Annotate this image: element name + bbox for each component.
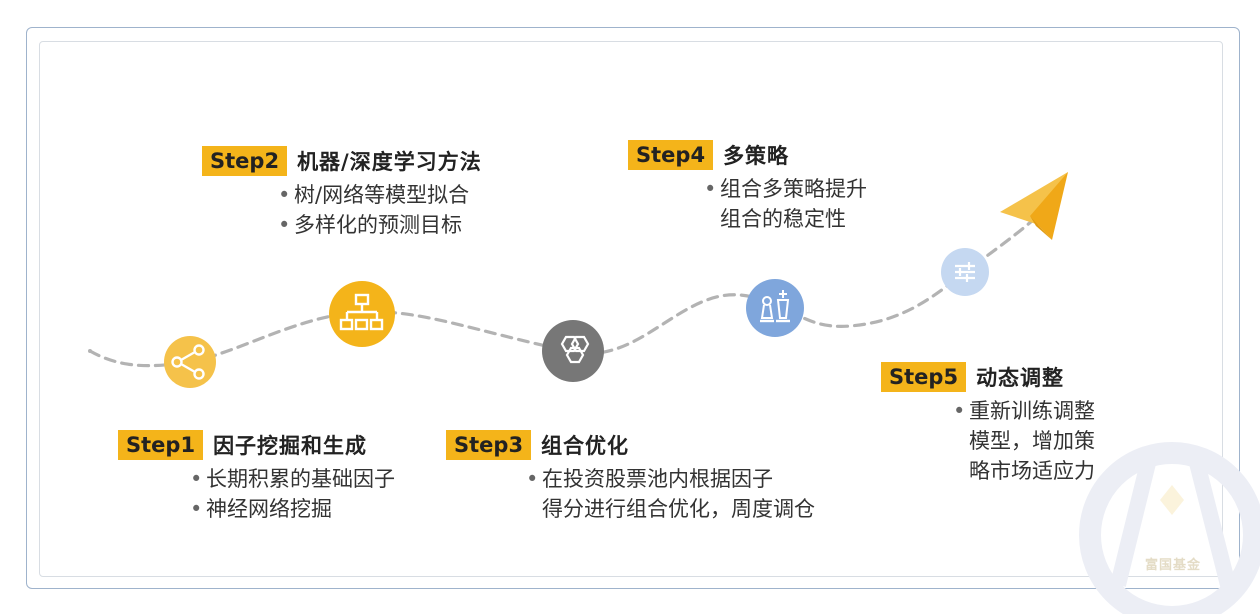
step3-block: Step3 组合优化 •在投资股票池内根据因子 得分进行组合优化，周度调仓	[446, 430, 815, 524]
step5-bullets: •重新训练调整 模型，增加策 略市场适应力	[953, 396, 1095, 486]
inner-frame	[39, 41, 1223, 577]
list-item: •在投资股票池内根据因子	[526, 467, 773, 491]
list-item: •长期积累的基础因子	[190, 467, 395, 491]
step1-bullets: •长期积累的基础因子 •神经网络挖掘	[190, 464, 395, 524]
step4-title: 多策略	[723, 144, 790, 168]
list-item: •组合多策略提升	[704, 177, 867, 201]
list-item: •多样化的预测目标	[278, 213, 462, 237]
list-item: 模型，增加策	[969, 429, 1095, 453]
step2-badge: Step2	[202, 146, 288, 176]
list-item: 组合的稳定性	[720, 207, 846, 231]
step1-title: 因子挖掘和生成	[213, 434, 368, 458]
share-icon	[164, 336, 216, 388]
step5-title: 动态调整	[976, 366, 1065, 390]
step4-block: Step4 多策略 •组合多策略提升 组合的稳定性	[628, 140, 867, 234]
outer-frame	[26, 27, 1240, 589]
step4-bullets: •组合多策略提升 组合的稳定性	[704, 174, 867, 234]
step2-bullets: •树/网络等模型拟合 •多样化的预测目标	[278, 180, 482, 240]
step1-badge: Step1	[118, 430, 204, 460]
chess-icon	[746, 279, 804, 337]
list-item: •神经网络挖掘	[190, 497, 332, 521]
dashed-roadmap-path	[88, 212, 1042, 368]
sliders-icon	[941, 248, 989, 296]
list-item: •树/网络等模型拟合	[278, 183, 470, 207]
step2-block: Step2 机器/深度学习方法 •树/网络等模型拟合 •多样化的预测目标	[202, 146, 482, 240]
hexagons-icon	[542, 320, 604, 382]
step1-block: Step1 因子挖掘和生成 •长期积累的基础因子 •神经网络挖掘	[118, 430, 395, 524]
list-item: 略市场适应力	[969, 459, 1095, 483]
watermark-logo	[1079, 442, 1260, 614]
step2-title: 机器/深度学习方法	[297, 150, 482, 174]
step5-badge: Step5	[881, 362, 967, 392]
list-item: 得分进行组合优化，周度调仓	[542, 497, 815, 521]
paper-plane-icon	[1000, 172, 1068, 240]
step3-badge: Step3	[446, 430, 532, 460]
watermark-text: 富国基金	[1145, 558, 1202, 573]
step4-badge: Step4	[628, 140, 714, 170]
hierarchy-icon	[329, 281, 395, 347]
step3-bullets: •在投资股票池内根据因子 得分进行组合优化，周度调仓	[526, 464, 815, 524]
step5-block: Step5 动态调整 •重新训练调整 模型，增加策 略市场适应力	[881, 362, 1095, 486]
step3-title: 组合优化	[541, 434, 630, 458]
list-item: •重新训练调整	[953, 399, 1095, 423]
